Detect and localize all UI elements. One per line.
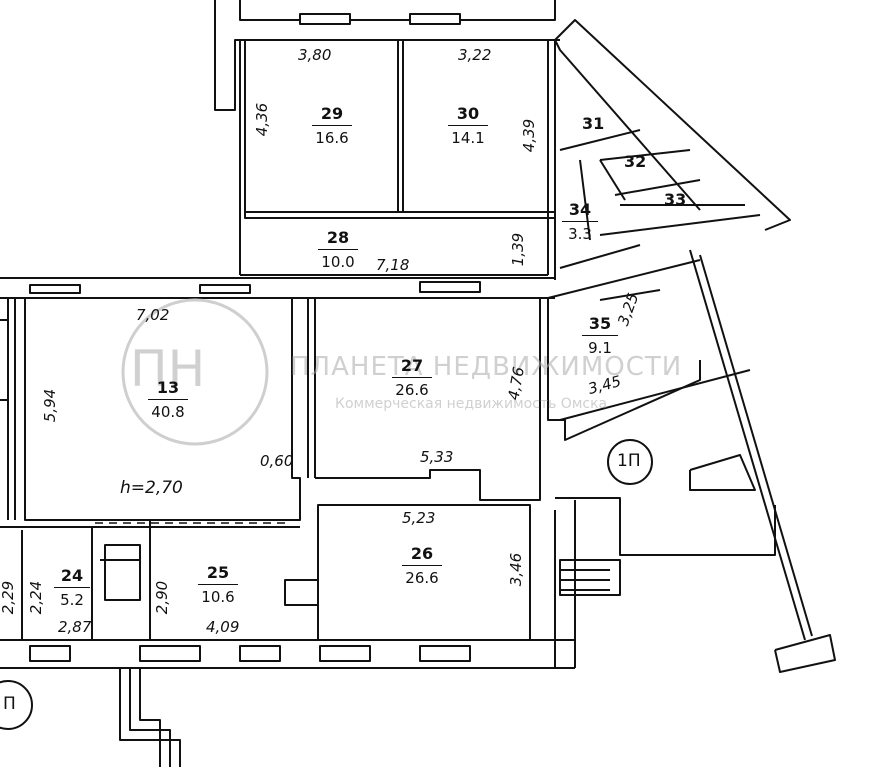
room-area: 9.1 [588,339,612,357]
room-number: 35 [588,314,612,333]
watermark-logo: ПН [130,340,206,398]
room-area: 26.6 [395,381,429,399]
room-area: 40.8 [151,403,185,421]
dimension-label: 4,36 [253,102,272,137]
dimension-label: 2,87 [58,618,92,636]
dimension-label: 2,24 [27,580,46,615]
dimension-label: 5,94 [41,388,60,423]
dimension-label: 3,22 [458,46,492,64]
entrance-1p-circle [607,439,653,485]
dimension-label: 0,60 [260,452,294,470]
room-32-number: 32 [624,152,647,171]
room-number: 27 [400,356,424,375]
room-area: 3.3 [568,225,592,243]
room-area: 5.2 [60,591,84,609]
room-number: 13 [156,378,180,397]
entrance-p-label: П [3,694,16,714]
left-walls [0,298,16,520]
dimension-label: 1,39 [509,232,528,267]
room-27-label: 27 26.6 [392,356,432,399]
wing-walls [554,19,791,269]
room-area: 10.6 [201,588,235,606]
room-30-label: 30 14.1 [448,104,488,147]
dimension-label: 5,33 [420,448,454,466]
watermark-company-name: ПЛАНЕТА НЕДВИЖИМОСТИ [290,352,683,382]
dimension-label: 2,29 [0,580,18,615]
entry-lines [119,668,181,767]
dimension-label: 3,46 [507,552,526,587]
room-28-label: 28 10.0 [318,228,358,271]
room-area: 16.6 [315,129,349,147]
dimension-label: 2,90 [153,580,172,615]
main-walls [0,249,813,641]
room-number: 29 [320,104,344,123]
dimension-label: 4,09 [206,618,240,636]
lower-windows [29,645,471,662]
room-29-label: 29 16.6 [312,104,352,147]
top-wall [214,0,560,111]
room-area: 10.0 [321,253,355,271]
watermark-tagline: Коммерческая недвижимость Омска [335,396,608,412]
room-25-label: 25 10.6 [198,563,238,606]
room-number: 25 [206,563,230,582]
room-number: 30 [456,104,480,123]
dimension-label: 5,23 [402,509,436,527]
room-number: 24 [60,566,84,585]
dimension-label: 3,80 [298,46,332,64]
dimension-label: 7,18 [376,256,410,274]
room-number: 28 [326,228,350,247]
room-area: 14.1 [451,129,485,147]
room-31-number: 31 [582,114,605,133]
room-33-number: 33 [664,190,687,209]
dimension-label: 4,39 [520,118,539,153]
ceiling-height-label: h=2,70 [120,478,183,498]
room-number: 34 [568,200,592,219]
rooms-29-30-walls [239,39,556,280]
entrance-1p-label: 1П [617,451,641,471]
room-area: 26.6 [405,569,439,587]
entrance-p-circle [0,680,33,730]
dimension-label: 7,02 [136,306,170,324]
room-13-label: 13 40.8 [148,378,188,421]
watermark-logo-circle [121,298,269,446]
lower-walls [0,454,836,673]
room-26-label: 26 26.6 [402,544,442,587]
room-number: 26 [410,544,434,563]
